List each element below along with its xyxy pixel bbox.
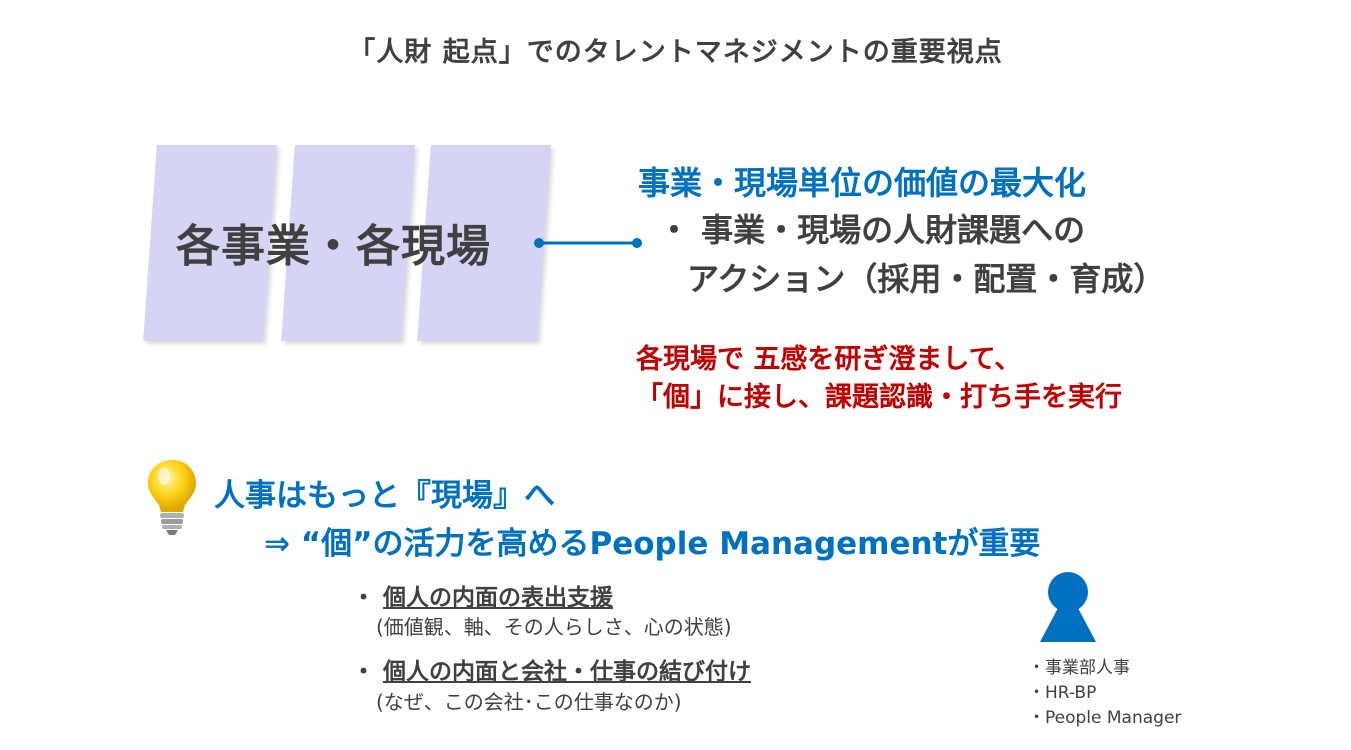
red-note-line1: 各現場で 五感を研ぎ澄まして、 [636,344,1022,375]
point-2: ・ 個人の内面と会社・仕事の結び付け [352,652,751,686]
bullet-dot: ・ [352,585,375,611]
point-1-title: 個人の内面の表出支援 [383,585,614,611]
bullet-dot: ・ [352,659,375,685]
connector-line [534,238,642,248]
page-title: 「人財 起点」でのタレントマネジメントの重要視点 [348,37,1003,68]
value-maximization-heading: 事業・現場単位の価値の最大化 [638,164,1087,202]
point-1: ・ 個人の内面の表出支援 [352,578,613,612]
red-note-line2: 「個」に接し、課題認識・打ち手を実行 [636,382,1122,413]
issue-bullet-line1: ・ 事業・現場の人財課題への [658,211,1086,249]
point-2-note: (なぜ、この会社･この仕事なのか) [376,690,682,714]
role-business-hr: ・事業部人事 [1028,658,1130,678]
role-people-manager: ・People Manager [1028,708,1182,728]
message-line2: ⇒ “個”の活力を高めるPeople Managementが重要 [264,526,1041,562]
point-1-note: (価値観、軸、その人らしさ、心の状態) [376,615,732,639]
business-site-label: 各事業・各現場 [176,221,491,272]
message-line1: 人事はもっと『現場』へ [214,478,555,514]
issue-bullet-line2: アクション（採用・配置・育成） [687,260,1166,298]
person-icon [1040,572,1096,642]
role-hrbp: ・HR-BP [1028,683,1097,703]
lightbulb-icon [148,460,196,535]
point-2-title: 個人の内面と会社・仕事の結び付け [383,659,752,685]
